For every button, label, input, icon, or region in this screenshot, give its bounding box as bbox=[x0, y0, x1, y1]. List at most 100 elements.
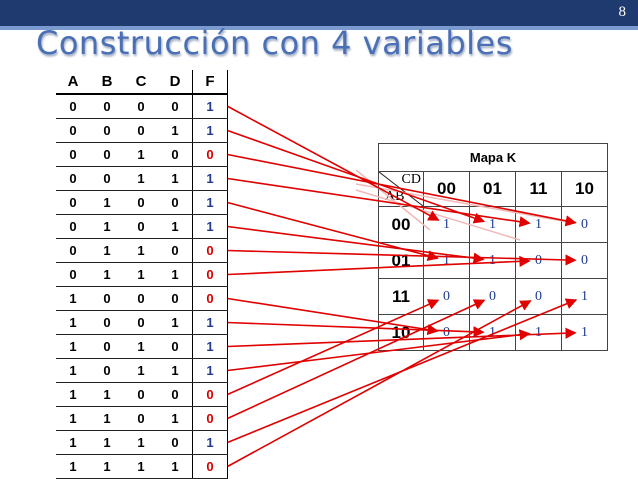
kmap-cell: 1 bbox=[515, 314, 562, 351]
input-cell: 1 bbox=[124, 142, 158, 167]
input-cell: 1 bbox=[124, 238, 158, 263]
input-cell: 1 bbox=[90, 454, 124, 479]
kmap-cell: 0 bbox=[469, 278, 516, 315]
col-header-f: F bbox=[192, 70, 228, 95]
input-cell: 1 bbox=[158, 454, 193, 479]
kmap-cell: 1 bbox=[469, 242, 516, 279]
kmap-col-header: 00 bbox=[423, 171, 470, 207]
input-cell: 0 bbox=[158, 94, 193, 119]
input-cell: 1 bbox=[90, 238, 124, 263]
input-cell: 0 bbox=[56, 166, 90, 191]
input-cell: 0 bbox=[56, 262, 90, 287]
input-cell: 0 bbox=[158, 334, 193, 359]
input-cell: 0 bbox=[124, 382, 158, 407]
input-cell: 1 bbox=[56, 454, 90, 479]
kmap-cell: 0 bbox=[515, 242, 562, 279]
input-cell: 1 bbox=[124, 358, 158, 383]
input-cell: 0 bbox=[90, 286, 124, 311]
input-cell: 0 bbox=[90, 358, 124, 383]
output-f-cell: 0 bbox=[192, 142, 228, 167]
kmap-cell: 0 bbox=[423, 278, 470, 315]
kmap-cell: 0 bbox=[515, 278, 562, 315]
input-cell: 0 bbox=[158, 430, 193, 455]
input-cell: 0 bbox=[124, 406, 158, 431]
input-cell: 0 bbox=[90, 166, 124, 191]
page-number: 8 bbox=[618, 4, 627, 20]
input-cell: 1 bbox=[56, 382, 90, 407]
input-cell: 1 bbox=[158, 166, 193, 191]
col-header-c: C bbox=[124, 70, 158, 95]
input-cell: 0 bbox=[124, 94, 158, 119]
input-cell: 0 bbox=[56, 190, 90, 215]
output-f-cell: 0 bbox=[192, 382, 228, 407]
input-cell: 0 bbox=[56, 214, 90, 239]
input-cell: 0 bbox=[124, 310, 158, 335]
input-cell: 0 bbox=[124, 190, 158, 215]
output-f-cell: 1 bbox=[192, 334, 228, 359]
kmap-row-header: 00 bbox=[378, 206, 424, 243]
kmap-cell: 1 bbox=[561, 278, 608, 315]
input-cell: 0 bbox=[90, 94, 124, 119]
output-f-cell: 1 bbox=[192, 190, 228, 215]
input-cell: 1 bbox=[56, 334, 90, 359]
output-f-cell: 0 bbox=[192, 454, 228, 479]
kmap-title: Mapa K bbox=[378, 143, 608, 172]
input-cell: 0 bbox=[124, 214, 158, 239]
input-cell: 0 bbox=[90, 118, 124, 143]
input-cell: 0 bbox=[158, 382, 193, 407]
input-cell: 1 bbox=[56, 358, 90, 383]
input-cell: 1 bbox=[56, 286, 90, 311]
input-cell: 1 bbox=[158, 118, 193, 143]
input-cell: 0 bbox=[124, 286, 158, 311]
kmap-col-header: 01 bbox=[469, 171, 516, 207]
truth-table-header-row: A B C D F bbox=[56, 70, 228, 95]
input-cell: 1 bbox=[56, 310, 90, 335]
input-cell: 1 bbox=[56, 430, 90, 455]
output-f-cell: 1 bbox=[192, 358, 228, 383]
input-cell: 1 bbox=[124, 262, 158, 287]
input-cell: 0 bbox=[56, 118, 90, 143]
kmap-cell: 1 bbox=[515, 206, 562, 243]
kmap-row-header: 11 bbox=[378, 278, 424, 315]
kmap-row-header: 10 bbox=[378, 314, 424, 351]
kmap-cell: 1 bbox=[469, 314, 516, 351]
output-f-cell: 1 bbox=[192, 166, 228, 191]
input-cell: 1 bbox=[158, 310, 193, 335]
kmap-cell: 1 bbox=[561, 314, 608, 351]
input-cell: 1 bbox=[90, 406, 124, 431]
input-cell: 1 bbox=[90, 190, 124, 215]
slide-title: Construcción con 4 variables bbox=[36, 24, 513, 62]
input-cell: 0 bbox=[56, 142, 90, 167]
kmap-cell: 1 bbox=[469, 206, 516, 243]
header-accent-line bbox=[0, 26, 638, 30]
output-f-cell: 0 bbox=[192, 238, 228, 263]
kmap-cell: 0 bbox=[561, 242, 608, 279]
output-f-cell: 0 bbox=[192, 286, 228, 311]
input-cell: 1 bbox=[56, 406, 90, 431]
header-bar bbox=[0, 0, 638, 26]
kmap-row-header: 01 bbox=[378, 242, 424, 279]
input-cell: 0 bbox=[158, 142, 193, 167]
col-header-d: D bbox=[158, 70, 193, 95]
output-f-cell: 1 bbox=[192, 94, 228, 119]
output-f-cell: 0 bbox=[192, 406, 228, 431]
kmap-col-header-row: CD AB 00 01 11 10 bbox=[378, 171, 608, 207]
col-header-a: A bbox=[56, 70, 90, 95]
